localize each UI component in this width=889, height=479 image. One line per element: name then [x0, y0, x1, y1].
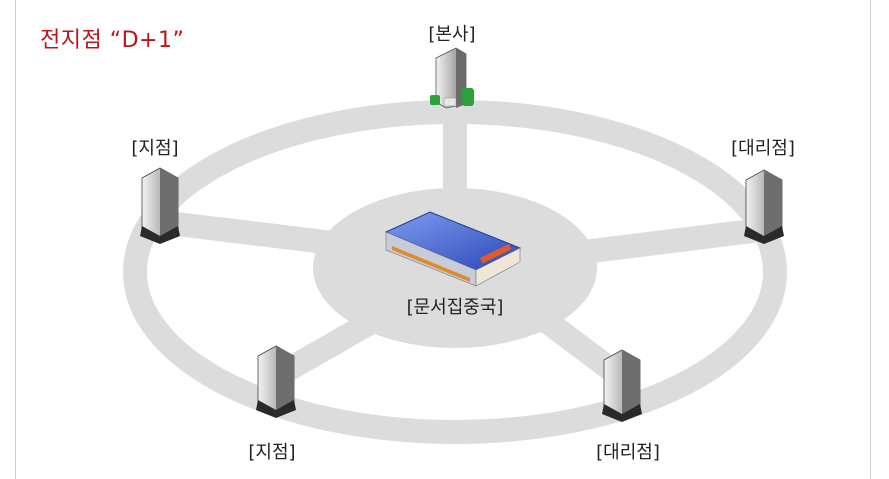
- warehouse-icon: [384, 211, 522, 287]
- center-label: [문서집중국]: [406, 297, 504, 318]
- diagram-title: 전지점 “D+1”: [40, 28, 185, 53]
- content-frame: [15, 0, 871, 479]
- hq-label: [본사]: [428, 24, 476, 45]
- agency-label: [대리점]: [731, 138, 795, 159]
- branch-building-icon: [140, 167, 180, 244]
- agency-label: [대리점]: [596, 442, 660, 463]
- branch-label: [지점]: [131, 138, 179, 159]
- branch-building-icon: [256, 345, 296, 418]
- branch-label: [지점]: [248, 442, 296, 463]
- agency-building-icon: [602, 349, 642, 422]
- agency-building-icon: [744, 169, 784, 244]
- hq-building-icon: [430, 47, 474, 109]
